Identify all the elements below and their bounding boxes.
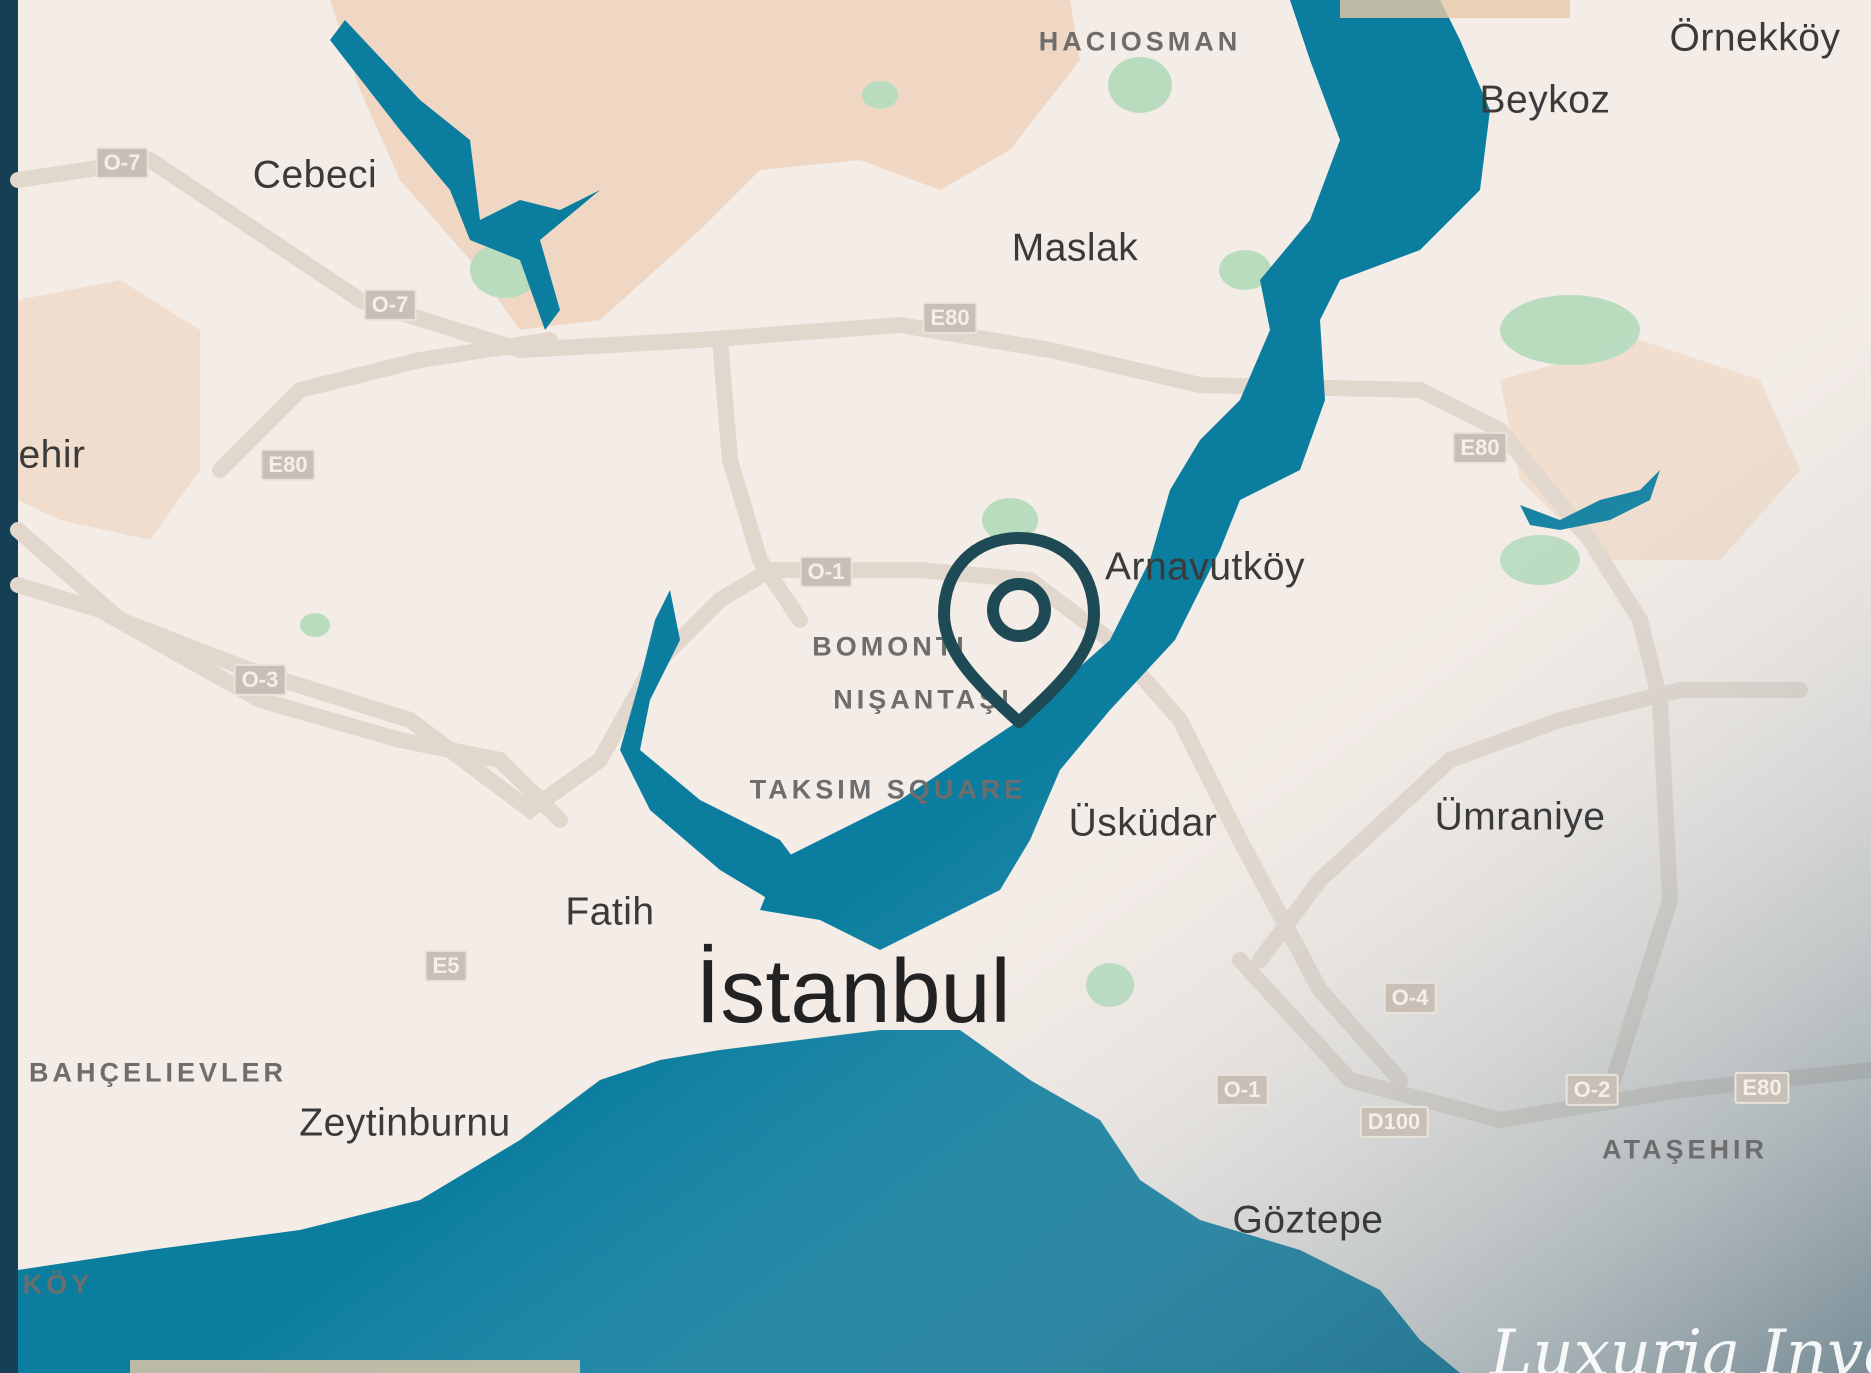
road-shield-e80: E80 — [260, 448, 316, 482]
label-beykoz: Beykoz — [1479, 78, 1611, 122]
road-shield-o2: O-2 — [1565, 1073, 1619, 1107]
label-taksim-square: TAKSIM SQUARE — [749, 774, 1027, 805]
road-shield-o1: O-1 — [799, 555, 853, 589]
watermark-signature: Luxuria Invest — [1490, 1317, 1871, 1373]
label-sehir: ehir — [18, 433, 86, 477]
label-ornekkoy: Örnekköy — [1669, 16, 1841, 60]
label-fatih: Fatih — [565, 890, 655, 934]
road-shield-e80: E80 — [1734, 1071, 1790, 1105]
road-shield-e5: E5 — [424, 949, 468, 983]
label-cebeci: Cebeci — [252, 153, 378, 197]
map-pin-icon[interactable] — [932, 528, 1106, 732]
label-bomonti: BOMONTI — [812, 631, 968, 662]
road-shield-o7: O-7 — [95, 146, 149, 180]
label-goztepe: Göztepe — [1232, 1198, 1384, 1242]
frame-accent-top — [1340, 0, 1570, 18]
road-shield-e80: E80 — [1452, 431, 1508, 465]
road-shield-e80: E80 — [922, 301, 978, 335]
frame-accent-bottom — [130, 1360, 580, 1373]
label-umraniye: Ümraniye — [1434, 795, 1606, 839]
label-istanbul: İstanbul — [695, 942, 1011, 1042]
road-shield-o4: O-4 — [1383, 981, 1437, 1015]
label-zeytinburnu: Zeytinburnu — [299, 1101, 511, 1145]
road-shield-o3: O-3 — [233, 663, 287, 697]
label-uskudar: Üsküdar — [1068, 801, 1218, 845]
label-atasehir: ATAŞEHIR — [1602, 1134, 1768, 1165]
road-shield-o7: O-7 — [363, 288, 417, 322]
label-haciosman: HACIOSMAN — [1038, 26, 1242, 57]
label-bahcelievler: BAHÇELIEVLER — [28, 1057, 288, 1088]
label-maslak: Maslak — [1011, 226, 1139, 270]
road-shield-d100: D100 — [1359, 1105, 1429, 1139]
label-arnavutkoy: Arnavutköy — [1104, 545, 1306, 589]
label-koy: KÖY — [22, 1269, 94, 1300]
road-shield-o1: O-1 — [1215, 1073, 1269, 1107]
